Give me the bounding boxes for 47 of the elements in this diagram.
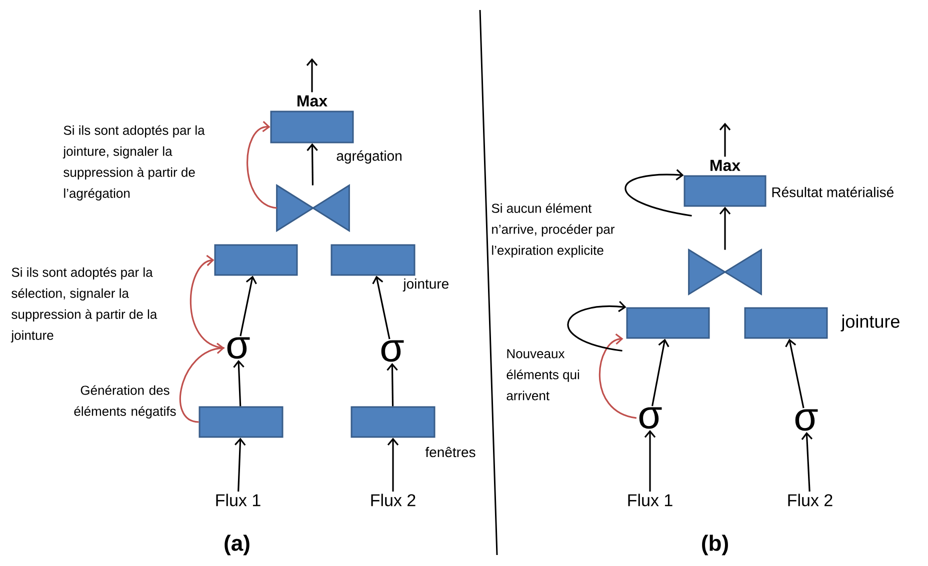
arrow <box>240 276 257 336</box>
operator-label: Résultat matérialisé <box>772 186 894 198</box>
operator-label: jointure <box>402 278 448 292</box>
curved-arrow <box>246 120 277 209</box>
process-box <box>198 406 284 438</box>
arrow <box>801 432 813 492</box>
arrow <box>644 430 656 492</box>
operator-label: agrégation <box>336 150 402 164</box>
curved-arrow <box>598 333 637 419</box>
process-box <box>626 307 710 339</box>
join-symbol <box>276 184 350 232</box>
operator-label: jointure <box>840 314 900 332</box>
arrow <box>234 438 246 492</box>
arrow <box>372 276 390 340</box>
arrow <box>233 360 244 406</box>
arrow <box>306 143 318 186</box>
annotation-text: Si ils sont adoptés par la jointure, signaler la suppression à partir de l’agrégation <box>62 125 205 200</box>
annotation-text: Si aucun élément n’arrive, procéder par l’expiration explicite <box>492 203 614 258</box>
curved-arrow <box>190 254 225 349</box>
arrow <box>386 362 398 406</box>
annotation-text: Génération des éléments négatifs <box>74 385 176 418</box>
curved-arrow <box>180 342 224 423</box>
curved-arrow <box>624 169 692 217</box>
selection-symbol: σ <box>381 340 404 362</box>
stream-label: Flux 1 <box>216 494 260 506</box>
box-heading: Max <box>710 160 740 172</box>
annotation-text: Si ils sont adoptés par la sélection, signaler la suppression à partir de la jointure <box>10 267 158 342</box>
process-box <box>214 244 298 276</box>
stream-label: Flux 2 <box>788 494 832 506</box>
arrow <box>306 58 318 92</box>
arrow <box>719 206 731 250</box>
stream-label: Flux 1 <box>628 494 672 506</box>
selection-symbol: σ <box>639 407 662 429</box>
arrow <box>651 338 670 406</box>
annotation-text: Nouveaux éléments qui arrivent <box>506 349 579 400</box>
operator-label: fenêtres <box>425 446 476 458</box>
box-heading: Max <box>298 95 328 107</box>
arrow <box>719 122 731 157</box>
join-symbol <box>688 248 762 296</box>
selection-symbol: σ <box>227 337 250 359</box>
caption-label: (b) <box>702 534 728 556</box>
stream-label: Flux 2 <box>371 494 416 506</box>
selection-symbol: σ <box>795 409 818 431</box>
arrow <box>387 438 399 492</box>
caption-label: (a) <box>224 534 250 556</box>
curved-arrow <box>568 300 626 352</box>
arrow <box>785 338 804 408</box>
